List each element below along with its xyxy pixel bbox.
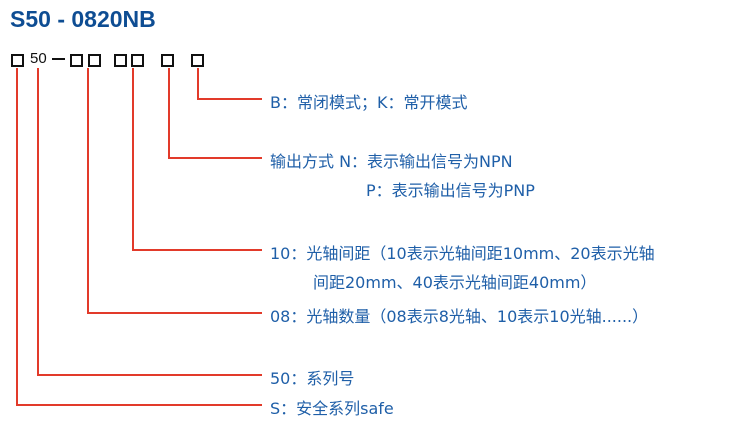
label-mode: B：常闭模式；K：常开模式 [270,93,468,112]
leader-count [87,68,262,314]
code-box-spacing-2 [131,54,144,67]
code-box-s [11,54,24,67]
leader-output [168,68,262,159]
label-output-npn: 输出方式 N：表示输出信号为NPN [270,152,513,171]
code-box-output [161,54,174,67]
leader-mode [197,68,262,100]
leader-series [37,68,262,376]
leader-safe [16,68,262,406]
label-count: 08：光轴数量（08表示8光轴、10表示10光轴......） [270,307,649,326]
code-fixed-number: 50 [30,50,47,67]
label-spacing-2: 间距20mm、40表示光轴间距40mm） [313,273,597,292]
code-dash [52,58,65,60]
label-safe: S：安全系列safe [270,399,394,418]
code-box-mode [191,54,204,67]
leader-spacing [132,68,262,251]
label-output-pnp: P：表示输出信号为PNP [366,181,535,200]
code-box-spacing-1 [114,54,127,67]
model-title: S50 - 0820NB [10,6,156,32]
code-box-count-1 [70,54,83,67]
code-box-count-2 [88,54,101,67]
label-series: 50：系列号 [270,369,355,388]
label-spacing-1: 10：光轴间距（10表示光轴间距10mm、20表示光轴 [270,244,655,263]
code-template: 50 [0,0,737,80]
